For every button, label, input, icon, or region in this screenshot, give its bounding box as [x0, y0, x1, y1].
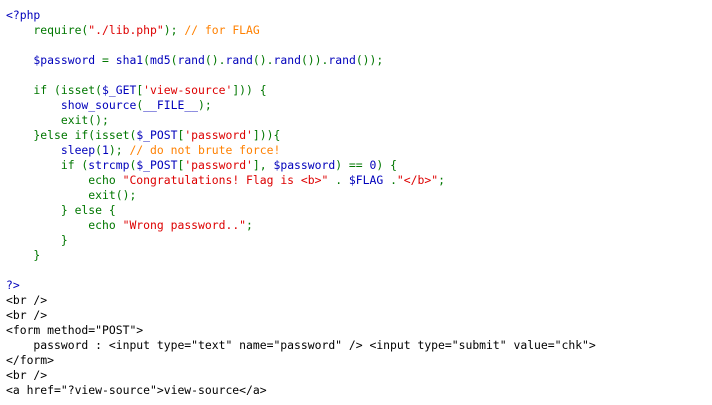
code-token: <br /> [6, 293, 48, 307]
code-token: ( [170, 53, 178, 67]
code-line-form-input: password : <input type="text" name="pass… [6, 338, 596, 353]
code-token: ?> [6, 278, 20, 292]
code-token: ); [108, 143, 130, 157]
code-line-sleep: sleep(1); // do not brute force! [6, 143, 596, 158]
code-token: exit(); [6, 188, 137, 202]
code-token: ( [129, 158, 137, 172]
code-token: ( [143, 53, 151, 67]
code-token: ) { [376, 158, 397, 172]
code-token: "./lib.php" [88, 23, 164, 37]
code-token: ()). [300, 53, 329, 67]
code-token: "</b>" [396, 173, 439, 187]
code-token: password : <input type="text" name="pass… [6, 338, 596, 352]
code-token: rand [328, 53, 356, 67]
code-token: }else if(isset( [6, 128, 137, 142]
code-token: ; [438, 173, 445, 187]
code-token: echo [6, 218, 123, 232]
code-token: <form method="POST"> [6, 323, 144, 337]
code-token: <?php [6, 8, 41, 22]
code-token: (). [252, 53, 274, 67]
code-token: // for FLAG [184, 23, 260, 37]
code-token: 'view-source' [143, 83, 233, 97]
code-token: sha1 [115, 53, 144, 67]
code-token: if (isset( [6, 83, 103, 97]
code-token: [ [136, 83, 144, 97]
code-token: echo [6, 173, 123, 187]
code-line-php-close: ?> [6, 278, 596, 293]
code-token: md5 [150, 53, 171, 67]
code-token: ], [252, 158, 274, 172]
code-token: exit(); [6, 113, 109, 127]
code-token: require( [6, 23, 89, 37]
code-token: $password [273, 158, 336, 172]
code-token: </form> [6, 353, 55, 367]
code-line-br-1: <br /> [6, 293, 596, 308]
code-line-php-open: <?php [6, 8, 596, 23]
code-token: $_GET [102, 83, 137, 97]
code-line-br-2: <br /> [6, 308, 596, 323]
code-token: [ [177, 158, 185, 172]
code-line-require: require("./lib.php"); // for FLAG [6, 23, 596, 38]
code-token: <br /> [6, 368, 48, 382]
code-token: $password [6, 53, 103, 67]
code-line-echo-wrong: echo "Wrong password.."; [6, 218, 596, 233]
code-token: . [390, 173, 397, 187]
code-token: ); [198, 98, 212, 112]
code-token: ) == [335, 158, 370, 172]
code-token: <br /> [6, 308, 48, 322]
code-token: 0 [369, 158, 377, 172]
code-token: } [6, 233, 68, 247]
code-token: = [102, 53, 116, 67]
code-line-password-assign: $password = sha1(md5(rand().rand().rand(… [6, 53, 596, 68]
code-token: ); [163, 23, 185, 37]
code-line-close-outer: } [6, 248, 596, 263]
code-token: . [335, 173, 349, 187]
code-token: ; [246, 218, 253, 232]
code-line-else: } else { [6, 203, 596, 218]
code-token: ( [136, 98, 144, 112]
code-line-if-strcmp: if (strcmp($_POST['password'], $password… [6, 158, 596, 173]
code-token: ( [95, 143, 103, 157]
code-token: } [6, 248, 41, 262]
code-token: 'password' [184, 128, 253, 142]
code-line-br-3: <br /> [6, 368, 596, 383]
code-token: 1 [102, 143, 109, 157]
code-token: show_source [6, 98, 137, 112]
code-token: __FILE__ [143, 98, 199, 112]
code-line-echo-congrats: echo "Congratulations! Flag is <b>" . $F… [6, 173, 596, 188]
code-line-form-open: <form method="POST"> [6, 323, 596, 338]
code-line-view-source-link: <a href="?view-source">view-source</a> [6, 383, 596, 398]
code-token: (). [204, 53, 226, 67]
code-token: 'password' [184, 158, 253, 172]
code-token: ])){ [252, 128, 281, 142]
code-line-show-source: show_source(__FILE__); [6, 98, 596, 113]
php-source-code: <?php require("./lib.php"); // for FLAG … [6, 8, 596, 398]
code-line-else-if-post: }else if(isset($_POST['password'])){ [6, 128, 596, 143]
code-line-exit-1: exit(); [6, 113, 596, 128]
code-line-exit-2: exit(); [6, 188, 596, 203]
code-token: $_POST [136, 158, 178, 172]
code-token: "Wrong password.." [122, 218, 247, 232]
code-token: [ [177, 128, 185, 142]
code-token: <a href="?view-source">view-source</a> [6, 383, 267, 397]
code-line-blank-2 [6, 68, 596, 83]
code-line-blank-3 [6, 263, 596, 278]
code-token: ])) { [232, 83, 267, 97]
code-token: rand [225, 53, 253, 67]
code-line-close-inner: } [6, 233, 596, 248]
code-token: } else { [6, 203, 116, 217]
code-token: ()); [355, 53, 384, 67]
code-token: "Congratulations! Flag is <b>" [122, 173, 336, 187]
code-token: $FLAG [348, 173, 391, 187]
code-token: rand [177, 53, 205, 67]
code-token: $_POST [136, 128, 178, 142]
code-token: sleep [6, 143, 96, 157]
code-line-form-close: </form> [6, 353, 596, 368]
code-line-blank-1 [6, 38, 596, 53]
code-line-if-isset-get: if (isset($_GET['view-source'])) { [6, 83, 596, 98]
code-token: if ( [6, 158, 89, 172]
code-token: rand [273, 53, 301, 67]
code-token: strcmp [88, 158, 130, 172]
code-token: // do not brute force! [129, 143, 281, 157]
